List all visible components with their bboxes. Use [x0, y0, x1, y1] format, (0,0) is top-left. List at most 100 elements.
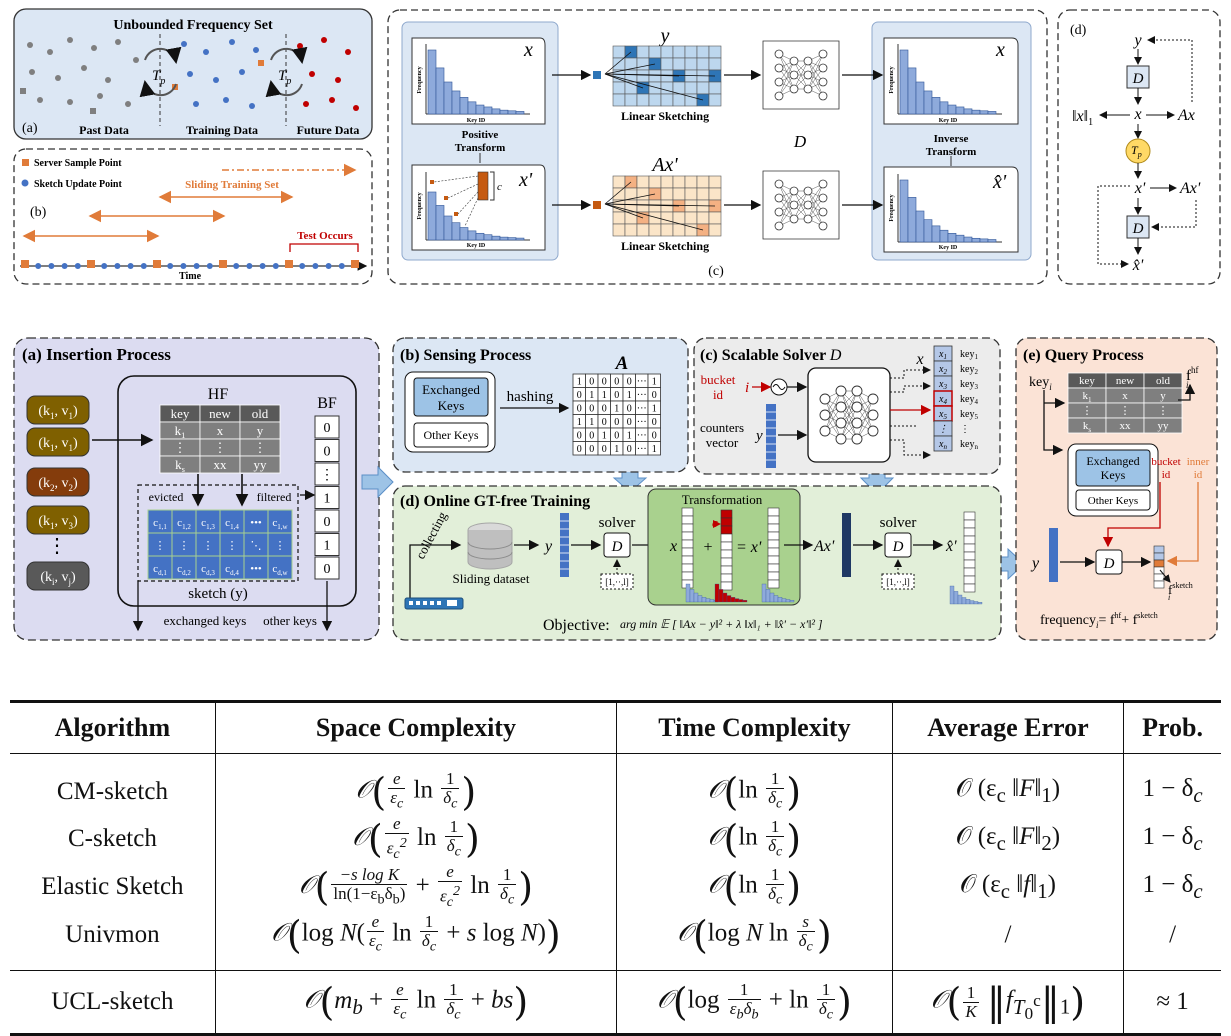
sketch-update-point — [325, 263, 332, 269]
algorithm-name: Elastic Sketch — [10, 863, 216, 912]
vector-cell — [1153, 580, 1165, 589]
table-header-text: old — [1156, 375, 1171, 387]
histogram-bar — [899, 49, 909, 115]
matrix-cell-value: 1 — [577, 417, 582, 428]
key-label: key5 — [960, 409, 978, 421]
sketch-cell — [684, 187, 698, 201]
svg-text:(b) Sensing Process: (b) Sensing Process — [400, 347, 531, 364]
histogram-bar — [979, 110, 989, 115]
sketch-cell — [696, 175, 710, 189]
matrix-cell-value: 0 — [589, 377, 594, 388]
matrix-cell-value: 0 — [589, 444, 594, 455]
matrix-cell-value: 1 — [614, 404, 619, 415]
probability: 1 − δc — [1142, 870, 1203, 903]
vector-cell — [767, 563, 780, 573]
sketch-cell — [636, 93, 650, 107]
sketch-cell — [708, 57, 722, 71]
sliding-training-set-label: Sliding Training Set — [185, 179, 279, 191]
vector-x-prime — [767, 507, 780, 589]
svg-text:x: x — [523, 39, 533, 61]
sketch-cell — [708, 187, 722, 201]
histogram-bar — [451, 90, 461, 115]
matrix-cell-value: 1 — [589, 390, 594, 401]
top-c-panel-label: (c) — [708, 264, 724, 279]
svg-text:inner: inner — [1187, 456, 1210, 468]
top-panel-d: (d) y D x ‖x‖1 Ax Tp x' Ax' D x̂' — [1057, 9, 1221, 285]
vector-cell — [767, 579, 780, 589]
vector-cell — [681, 571, 694, 581]
sketch-cell — [636, 175, 650, 189]
histogram-bar — [507, 110, 517, 115]
svg-text:solver: solver — [880, 515, 917, 531]
svg-text:y: y — [1030, 555, 1040, 572]
hash-line — [604, 203, 704, 231]
svg-text:x: x — [1133, 106, 1141, 123]
svg-text:Frequency: Frequency — [417, 192, 423, 219]
svg-text:(a) Insertion Process: (a) Insertion Process — [22, 345, 171, 364]
sketch-cell — [708, 175, 722, 189]
table-header-text: new — [209, 406, 231, 421]
mini-histogram-bar — [953, 591, 959, 605]
top-a-title: Unbounded Frequency Set — [113, 18, 273, 33]
network-node — [818, 77, 828, 87]
probability: 1 − δc — [1142, 775, 1203, 807]
table-cell-text: yy — [254, 457, 268, 472]
sketch-cell — [660, 211, 674, 225]
svg-text:D: D — [892, 539, 904, 555]
sketch-cell — [636, 187, 650, 201]
svg-text:Key ID: Key ID — [467, 243, 486, 249]
vector-cell — [1153, 552, 1165, 561]
matrix-cell-value: 1 — [577, 377, 582, 388]
sketch-grid-ax-prime — [604, 175, 722, 237]
svg-text:x̂': x̂' — [992, 171, 1007, 193]
svg-text:Tp: Tp — [152, 68, 165, 87]
svg-text:Key ID: Key ID — [939, 245, 958, 251]
x-element-label: x2 — [938, 364, 947, 376]
past-data-label: Past Data — [79, 123, 129, 137]
network-node — [818, 49, 828, 59]
sketch-cell — [672, 57, 686, 71]
svg-text:(c) Scalable Solver D: (c) Scalable Solver D — [700, 347, 842, 364]
sketch-update-point — [193, 263, 200, 269]
histogram-bar — [507, 237, 517, 241]
sketch-cell — [696, 187, 710, 201]
kv-pair-label: (k1, v1) — [38, 436, 78, 453]
histogram-bar — [979, 238, 989, 243]
histogram-bar — [515, 237, 525, 241]
sketch-update-point — [246, 263, 253, 269]
svg-text:i: i — [1186, 380, 1189, 390]
vector-cell — [720, 525, 733, 535]
svg-text:x: x — [915, 351, 923, 368]
matrix-cell-value: 0 — [627, 417, 632, 428]
sketch-cell — [660, 57, 674, 71]
svg-text:i: i — [745, 380, 749, 396]
mini-histogram-bar — [697, 595, 703, 603]
vector-cell — [720, 565, 733, 575]
histogram-bar — [427, 49, 437, 115]
matrix-cell-value: 0 — [652, 431, 657, 442]
sketch-grid-y — [604, 45, 722, 107]
sketch-cell — [696, 45, 710, 59]
sketch-update-point — [206, 263, 213, 269]
sketch-counter-text: ⋮ — [179, 540, 190, 552]
matrix-cell-value: 0 — [602, 377, 607, 388]
sketch-update-point — [180, 263, 187, 269]
svg-text:BF: BF — [317, 395, 337, 412]
svg-text:Keys: Keys — [1101, 468, 1126, 482]
histogram-bar — [483, 106, 493, 115]
mini-histogram-bar — [965, 599, 971, 605]
network-node — [835, 385, 847, 397]
network-node — [774, 63, 784, 73]
network-edge — [807, 53, 824, 90]
vector-cell — [767, 515, 780, 525]
histogram-x-hat-prime: x̂' Key ID Frequency — [883, 166, 1019, 253]
sketch-update-point — [272, 263, 279, 269]
network-node — [818, 63, 828, 73]
average-error: / — [892, 911, 1125, 971]
svg-text:Ax': Ax' — [813, 538, 835, 555]
matrix-cell-value: 0 — [577, 404, 582, 415]
